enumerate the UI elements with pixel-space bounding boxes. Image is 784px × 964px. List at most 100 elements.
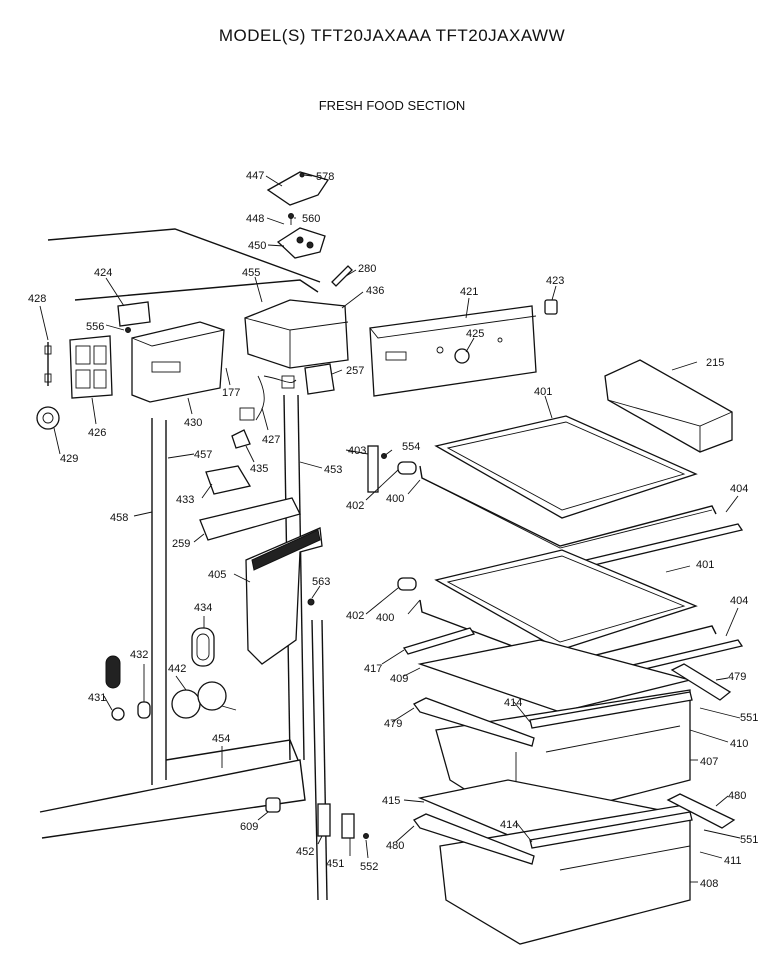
callout-479-right: 479 [728, 671, 746, 683]
callout-551-upper: 551 [740, 712, 758, 724]
part-421-control-panel [369, 305, 537, 397]
callout-453: 453 [324, 464, 342, 476]
part-556-screw [125, 327, 131, 333]
callout-428: 428 [28, 293, 46, 305]
diagram-title: MODEL(S) TFT20JAXAAA TFT20JAXAWW [218, 26, 566, 45]
part-417-cover-frame [402, 627, 476, 655]
callout-551-lower: 551 [740, 834, 758, 846]
part-432-spacer [137, 701, 151, 719]
part-434-grille [191, 627, 215, 667]
callout-434: 434 [194, 602, 212, 614]
part-450-control [276, 227, 326, 259]
part-401-glass-shelf-upper [434, 415, 698, 519]
part-259-light-shield [199, 497, 301, 541]
part-430-air-duct [131, 321, 225, 403]
callout-421: 421 [460, 286, 478, 298]
callout-447: 447 [246, 170, 264, 182]
part-436-housing [244, 299, 349, 369]
part-480-slide-right [666, 793, 736, 829]
part-414-drawer-rail-upper [529, 691, 693, 729]
callout-425: 425 [466, 328, 484, 340]
callout-215: 215 [706, 357, 724, 369]
part-442-heater [171, 681, 237, 719]
part-609-roller [265, 797, 281, 813]
callout-480-right: 480 [728, 790, 746, 802]
callout-430: 430 [184, 417, 202, 429]
part-433-light-socket [205, 465, 252, 495]
callout-424: 424 [94, 267, 112, 279]
part-563-screw [307, 598, 315, 606]
part-427-harness [239, 375, 297, 421]
callout-257: 257 [346, 365, 364, 377]
callout-454: 454 [212, 733, 230, 745]
callout-457: 457 [194, 449, 212, 461]
callout-552: 552 [360, 861, 378, 873]
callout-554: 554 [402, 441, 420, 453]
part-552-screw [363, 833, 369, 839]
callout-400-upper: 400 [386, 493, 404, 505]
part-401-glass-shelf-lower [434, 549, 698, 651]
callout-435: 435 [250, 463, 268, 475]
callout-442: 442 [168, 663, 186, 675]
callout-401-lower: 401 [696, 559, 714, 571]
part-479-slide-left [413, 697, 535, 747]
part-408-meat-pan [439, 803, 691, 945]
callout-578: 578 [316, 171, 334, 183]
part-215-shelf-bin [604, 359, 733, 453]
callout-408: 408 [700, 878, 718, 890]
callout-280: 280 [358, 263, 376, 275]
part-280-bulb [331, 265, 353, 287]
callout-403: 403 [348, 445, 366, 457]
callout-427: 427 [262, 434, 280, 446]
part-431-grommet [111, 707, 125, 721]
callout-414-upper: 414 [504, 697, 522, 709]
part-479-slide-right [670, 663, 732, 701]
part-426-fan-shroud [69, 335, 113, 399]
callout-452: 452 [296, 846, 314, 858]
callout-426: 426 [88, 427, 106, 439]
part-424-damper [117, 301, 151, 327]
part-428-bracket [44, 342, 52, 386]
part-400-shelf-frame-upper [419, 465, 717, 549]
callout-432: 432 [130, 649, 148, 661]
part-404-trim-upper [584, 523, 744, 567]
part-480-slide-left [413, 813, 535, 865]
callout-436: 436 [366, 285, 384, 297]
callout-407: 407 [700, 756, 718, 768]
callout-560: 560 [302, 213, 320, 225]
callout-414-lower: 414 [500, 819, 518, 831]
callout-609: 609 [240, 821, 258, 833]
callout-259: 259 [172, 538, 190, 550]
callout-401-upper: 401 [534, 386, 552, 398]
callout-563: 563 [312, 576, 330, 588]
part-414-drawer-rail-lower [529, 811, 693, 849]
callout-404-upper: 404 [730, 483, 748, 495]
part-429-fan-blade [36, 406, 60, 430]
part-452-hinge [317, 803, 331, 837]
section-subtitle: FRESH FOOD SECTION [318, 98, 466, 113]
callout-451: 451 [326, 858, 344, 870]
part-447-cover [266, 171, 330, 206]
callout-556: 556 [86, 321, 104, 333]
callout-423: 423 [546, 275, 564, 287]
part-451-bracket [341, 813, 355, 839]
callout-458: 458 [110, 512, 128, 524]
part-425-dial [454, 348, 470, 364]
callout-410: 410 [730, 738, 748, 750]
callout-448: 448 [246, 213, 264, 225]
part-403-bracket [367, 445, 379, 493]
callout-404-lower: 404 [730, 595, 748, 607]
part-402-shelf-support-lower [397, 577, 417, 591]
callout-411: 411 [724, 855, 742, 867]
part-423-knob [544, 299, 558, 315]
callout-415: 415 [382, 795, 400, 807]
part-435-clip [231, 429, 251, 449]
part-257-switch [304, 363, 335, 395]
part-405-shield [245, 527, 323, 665]
callout-402-upper: 402 [346, 500, 364, 512]
callout-417: 417 [364, 663, 382, 675]
callout-429: 429 [60, 453, 78, 465]
callout-409: 409 [390, 673, 408, 685]
callout-480-left: 480 [386, 840, 404, 852]
